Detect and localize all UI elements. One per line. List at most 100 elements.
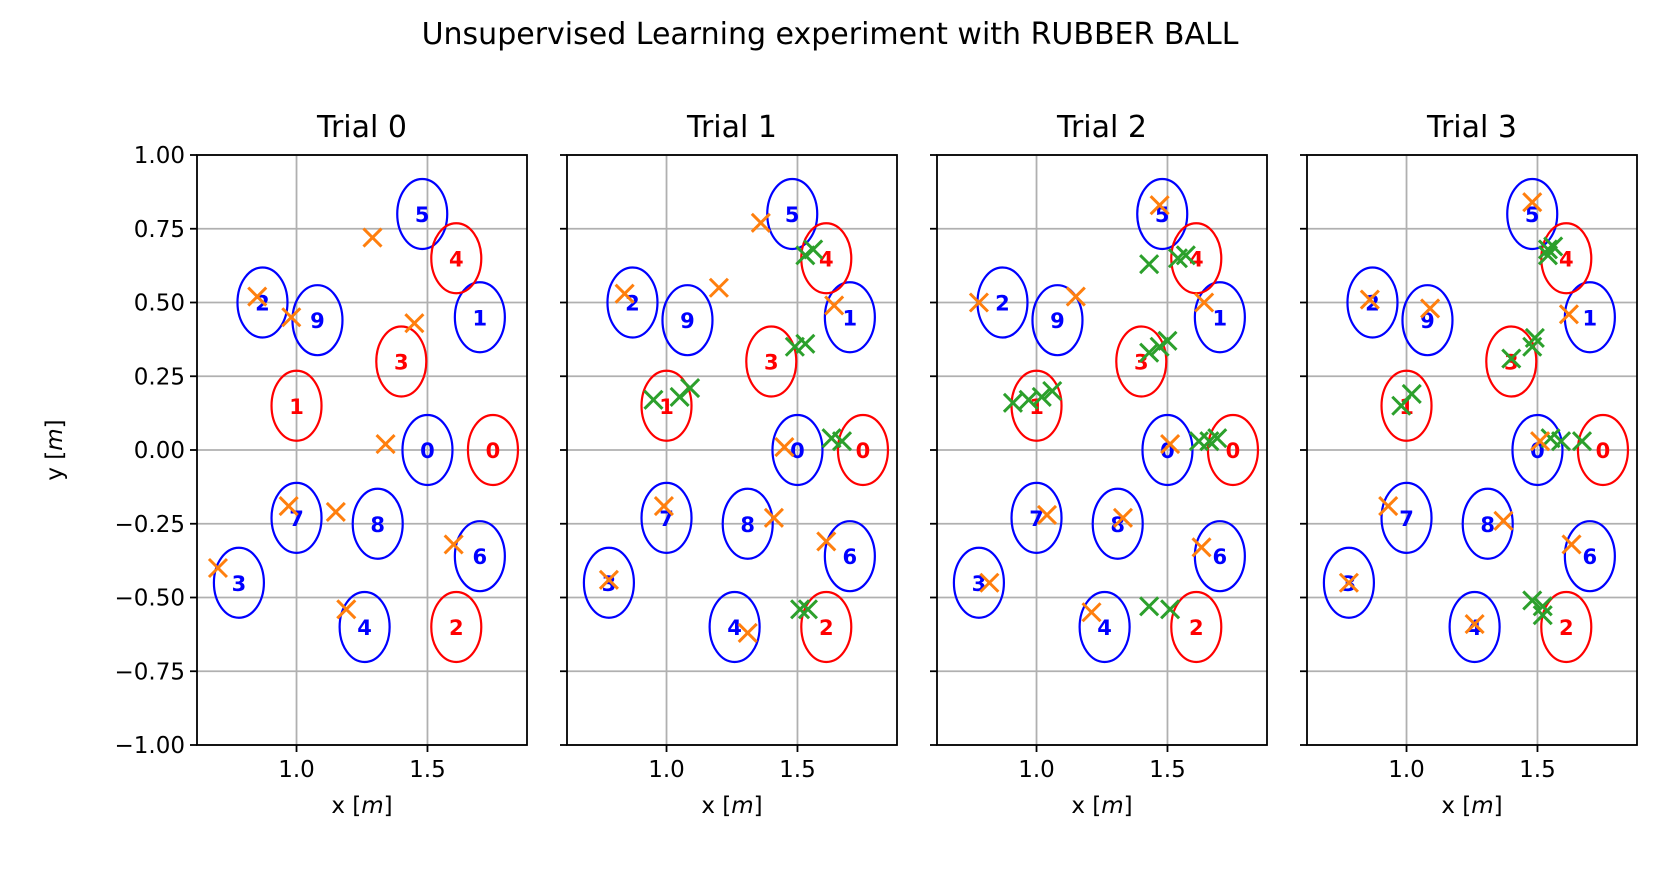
red-target-ellipse xyxy=(1485,325,1538,398)
green-x-marker xyxy=(1031,386,1052,407)
red-target-label: 0 xyxy=(1226,439,1241,463)
red-target-ellipse xyxy=(375,325,428,398)
blue-target-ellipse xyxy=(270,481,323,554)
blue-target-label: 8 xyxy=(370,513,385,537)
x-axis-label: x [m] xyxy=(1071,793,1132,819)
green-x-marker xyxy=(1139,342,1160,363)
orange-x-marker xyxy=(763,507,784,528)
subplots: 0123456789012341.01.51.000.750.500.250.0… xyxy=(42,110,1638,819)
blue-target-ellipse xyxy=(1448,590,1501,664)
red-target-label: 3 xyxy=(394,351,409,375)
orange-x-marker xyxy=(1065,286,1086,307)
panel-title: Trial 1 xyxy=(686,110,777,145)
blue-target-ellipse xyxy=(1031,284,1084,357)
blue-target-label: 3 xyxy=(232,572,247,596)
blue-target-label: 6 xyxy=(1213,545,1228,569)
red-target-ellipse xyxy=(800,590,853,664)
blue-target-label: 6 xyxy=(1583,545,1598,569)
green-x-marker xyxy=(1501,348,1522,369)
green-x-marker xyxy=(790,599,811,620)
orange-x-marker xyxy=(375,434,396,455)
x-axis-label: x [m] xyxy=(1441,793,1502,819)
blue-target-ellipse xyxy=(582,546,636,619)
x-tick-label: 1.0 xyxy=(1388,757,1425,783)
blue-target-label: 9 xyxy=(1050,309,1065,333)
red-target-label: 2 xyxy=(449,616,464,640)
orange-x-marker xyxy=(362,227,383,248)
x-tick-label: 1.5 xyxy=(1519,757,1556,783)
orange-x-marker xyxy=(737,622,758,643)
red-target-label: 4 xyxy=(1559,247,1574,271)
orange-x-marker xyxy=(598,569,619,590)
orange-x-marker xyxy=(1359,289,1380,310)
panel-title: Trial 2 xyxy=(1056,110,1147,145)
green-x-marker xyxy=(831,431,853,452)
blue-target-label: 5 xyxy=(415,203,430,227)
blue-target-ellipse xyxy=(1193,520,1246,593)
red-target-label: 1 xyxy=(659,395,674,419)
blue-target-ellipse xyxy=(766,177,819,251)
blue-target-ellipse xyxy=(721,487,774,560)
orange-x-marker xyxy=(1338,572,1359,593)
blue-target-ellipse xyxy=(453,520,506,593)
red-target-label: 2 xyxy=(1559,616,1574,640)
red-target-ellipse xyxy=(1115,325,1168,398)
green-x-marker xyxy=(795,333,816,354)
blue-target-ellipse xyxy=(1136,177,1189,251)
blue-target-ellipse xyxy=(396,177,449,251)
red-target-label: 0 xyxy=(856,439,871,463)
blue-target-label: 7 xyxy=(289,507,304,531)
red-target-label: 0 xyxy=(1596,439,1611,463)
red-target-ellipse xyxy=(430,222,483,295)
orange-x-marker xyxy=(614,283,635,304)
blue-target-label: 1 xyxy=(843,306,858,330)
blue-target-label: 9 xyxy=(680,309,695,333)
red-target-ellipse xyxy=(1540,590,1593,664)
red-target-ellipse xyxy=(466,413,520,487)
blue-target-ellipse xyxy=(1511,413,1564,487)
orange-x-marker xyxy=(247,286,268,307)
blue-target-ellipse xyxy=(351,487,404,560)
red-target-label: 4 xyxy=(449,247,464,271)
red-target-label: 4 xyxy=(1189,247,1204,271)
blue-target-ellipse xyxy=(401,413,454,487)
blue-target-label: 4 xyxy=(357,616,372,640)
plot-area: 012345678901234 xyxy=(1322,177,1630,664)
orange-x-marker xyxy=(816,531,837,552)
green-x-marker xyxy=(803,239,824,260)
orange-x-marker xyxy=(1036,504,1058,525)
blue-target-ellipse xyxy=(1322,546,1376,619)
orange-x-marker xyxy=(336,599,357,620)
blue-target-label: 1 xyxy=(473,306,488,330)
green-x-marker xyxy=(1401,383,1422,405)
x-axis-label: x [m] xyxy=(701,793,762,819)
orange-x-marker xyxy=(653,495,674,517)
y-tick-label: 1.00 xyxy=(134,143,185,169)
y-tick-label: 0.75 xyxy=(134,217,185,243)
orange-x-marker xyxy=(708,277,729,298)
orange-x-marker xyxy=(1191,537,1212,558)
green-x-marker xyxy=(1160,599,1181,620)
green-x-marker xyxy=(1139,596,1160,617)
red-target-ellipse xyxy=(1576,413,1630,487)
blue-target-label: 6 xyxy=(473,545,488,569)
chart-title: Unsupervised Learning experiment with RU… xyxy=(422,17,1239,52)
orange-x-marker xyxy=(1194,292,1215,313)
y-tick-label: −0.50 xyxy=(115,586,185,612)
red-target-label: 1 xyxy=(289,395,304,419)
y-tick-label: −1.00 xyxy=(115,733,185,759)
red-target-ellipse xyxy=(430,590,483,664)
blue-target-label: 0 xyxy=(790,439,805,463)
green-x-marker xyxy=(1524,327,1545,348)
red-target-label: 0 xyxy=(486,439,501,463)
green-x-marker xyxy=(1532,605,1553,626)
blue-target-ellipse xyxy=(1141,413,1194,487)
orange-x-marker xyxy=(750,212,771,233)
green-x-marker xyxy=(1532,596,1553,617)
subplot-trial-0: 0123456789012341.01.51.000.750.500.250.0… xyxy=(42,110,528,819)
y-tick-label: 0.00 xyxy=(134,438,185,464)
blue-target-label: 7 xyxy=(1029,507,1044,531)
orange-x-marker xyxy=(278,495,299,517)
x-tick-label: 1.5 xyxy=(779,757,816,783)
